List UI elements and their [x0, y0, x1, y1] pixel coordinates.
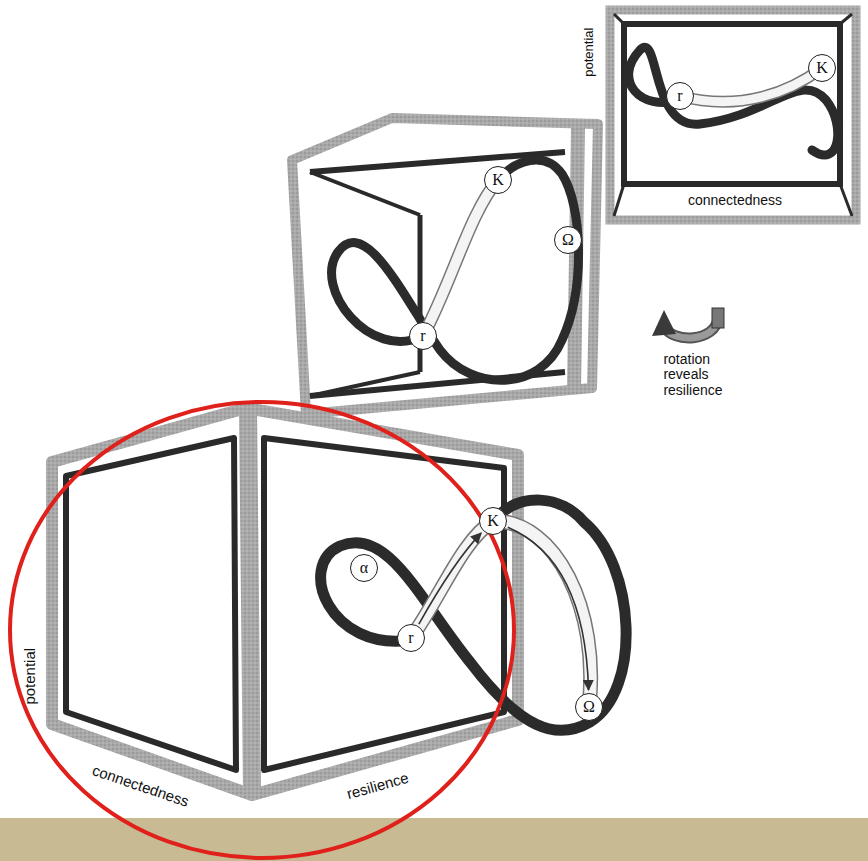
front-view-cube [610, 10, 856, 220]
cycle-arrow [419, 533, 481, 624]
phase-circle: r [666, 82, 694, 110]
rotation-arrow-icon [652, 308, 724, 338]
phase-circle: α [350, 554, 378, 582]
phase-letter: α [360, 560, 368, 576]
note-label: rotation reveals resilience [663, 352, 722, 398]
phase-circle: K [479, 507, 507, 535]
phase-letter: K [487, 513, 499, 529]
axis-label: potential [583, 27, 597, 76]
phase-circle: r [409, 322, 437, 350]
phase-letter: Ω [583, 699, 595, 715]
note-label: connectedness [688, 193, 782, 208]
axis-label: resilience [345, 770, 410, 803]
phase-letter: K [816, 60, 828, 76]
phase-circle: K [808, 54, 836, 82]
side-view-cube [52, 408, 626, 795]
phase-letter: K [492, 172, 504, 188]
phase-circle: K [484, 166, 512, 194]
highlight-circle [10, 402, 514, 858]
phase-circle: Ω [554, 226, 582, 254]
phase-circle: Ω [575, 693, 603, 721]
phase-circle: r [397, 624, 425, 652]
phase-letter: r [677, 88, 682, 104]
phase-letter: r [420, 328, 425, 344]
cycle-arrow [508, 527, 589, 690]
axis-label: potential [22, 648, 39, 705]
phase-letter: Ω [562, 232, 574, 248]
phase-letter: r [408, 630, 413, 646]
rotating-cube [292, 118, 598, 414]
